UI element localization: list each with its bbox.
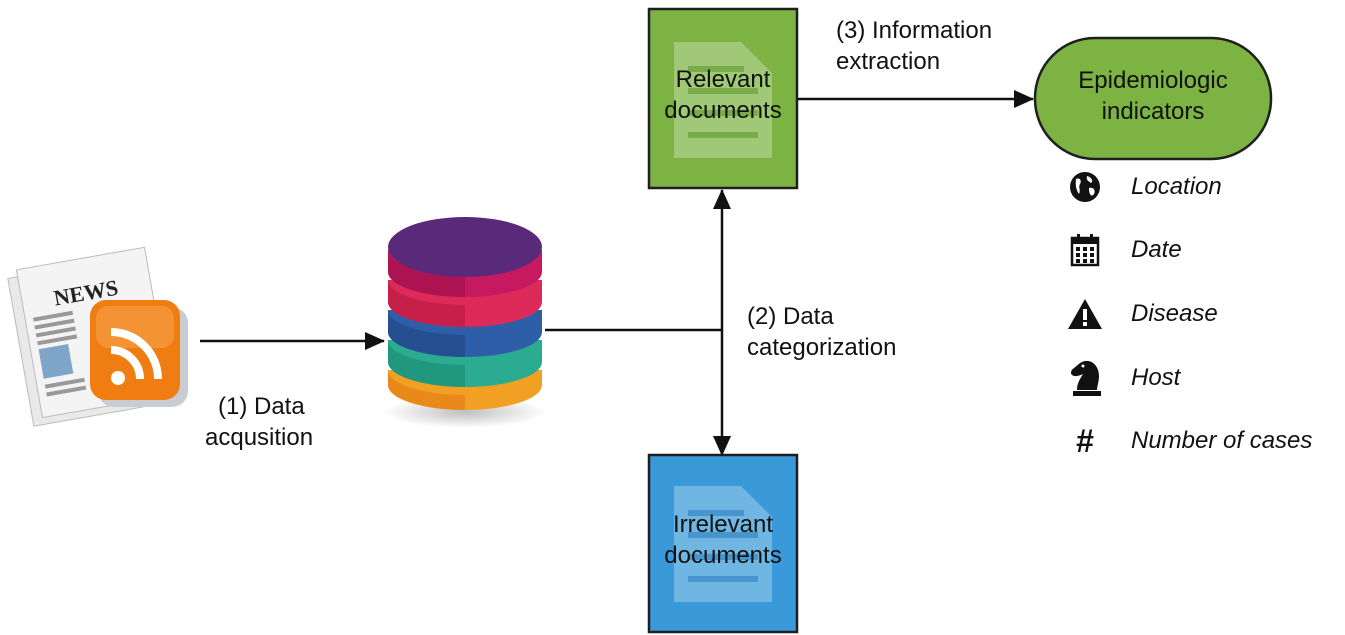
irrelevant-documents-box — [647, 453, 799, 634]
legend-label: Location — [1131, 173, 1222, 200]
legend-item-host: Host — [1063, 358, 1180, 398]
hash-icon: # — [1076, 423, 1094, 459]
step3-line2: extraction — [836, 48, 941, 75]
legend-label: Disease — [1131, 300, 1218, 327]
irrelevant-line-2: documents — [664, 542, 782, 569]
step3-line1: (3) Information — [836, 17, 993, 44]
step2-line1: (2) Data — [747, 303, 834, 330]
legend-item-disease: Disease — [1063, 294, 1218, 334]
calendar-icon — [1063, 230, 1107, 270]
indicators-label: Epidemiologic indicators — [1035, 65, 1271, 127]
indicators-line-2: indicators — [1101, 98, 1205, 125]
horse-icon — [1063, 358, 1107, 398]
legend-item-location: Location — [1063, 167, 1222, 207]
step1-line2: acqusition — [205, 424, 314, 451]
legend-item-number-of-cases: # Number of cases — [1063, 421, 1312, 461]
irrelevant-documents-label: Irrelevant documents — [649, 509, 797, 571]
irrelevant-line-1: Irrelevant — [672, 511, 774, 538]
database-icon — [383, 217, 547, 428]
relevant-documents-box — [647, 7, 799, 190]
warning-icon — [1063, 294, 1107, 334]
legend-label: Host — [1131, 364, 1181, 391]
legend-item-date: Date — [1063, 230, 1182, 270]
globe-icon — [1063, 167, 1107, 207]
news-rss-icon: NEWS — [7, 246, 188, 427]
relevant-line-1: Relevant — [675, 66, 771, 93]
epidemiologic-indicators-node — [1033, 36, 1273, 161]
relevant-documents-label: Relevant documents — [649, 64, 797, 126]
legend-label: Date — [1131, 236, 1182, 263]
relevant-line-2: documents — [664, 97, 782, 124]
step1-line1: (1) Data — [218, 393, 305, 420]
indicators-line-1: Epidemiologic — [1078, 67, 1228, 94]
legend-label: Number of cases — [1131, 427, 1313, 454]
step2-line2: categorization — [747, 334, 897, 361]
